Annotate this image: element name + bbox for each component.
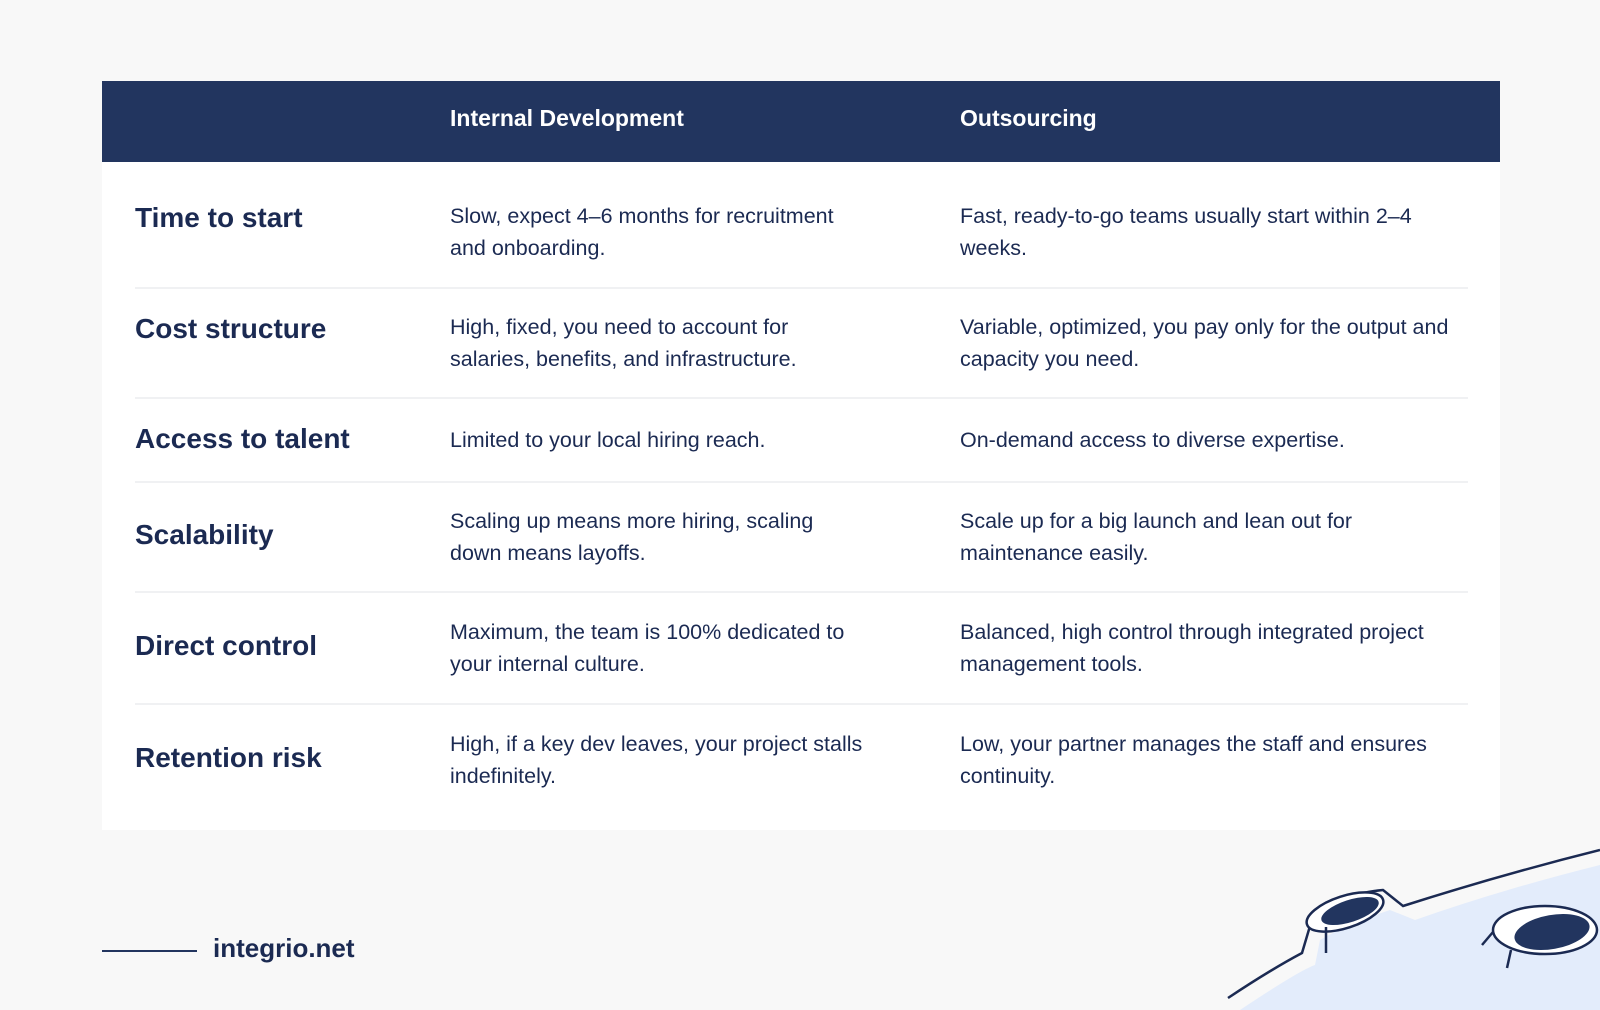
table-row: Retention risk High, if a key dev leaves…	[135, 705, 1468, 830]
outsourcing-cell: Balanced, high control through integrate…	[960, 620, 1424, 676]
row-label: Cost structure	[135, 313, 327, 344]
outsourcing-cell: Variable, optimized, you pay only for th…	[960, 315, 1449, 371]
outsourcing-cell: Low, your partner manages the staff and …	[960, 732, 1427, 788]
internal-cell: Scaling up means more hiring, scaling do…	[450, 509, 814, 565]
brand-link[interactable]: integrio.net	[213, 933, 355, 963]
outsourcing-cell: Fast, ready-to-go teams usually start wi…	[960, 204, 1412, 260]
table-row: Cost structure High, fixed, you need to …	[135, 289, 1468, 399]
table-header: Internal Development Outsourcing	[102, 81, 1500, 162]
table-row: Direct control Maximum, the team is 100%…	[135, 593, 1468, 705]
header-outsourcing: Outsourcing	[960, 105, 1097, 131]
outsourcing-cell: Scale up for a big launch and lean out f…	[960, 509, 1353, 565]
internal-cell: Slow, expect 4–6 months for recruitment …	[450, 204, 834, 260]
internal-cell: Limited to your local hiring reach.	[450, 428, 766, 452]
internal-cell: High, if a key dev leaves, your project …	[450, 732, 863, 788]
row-label: Scalability	[135, 519, 274, 550]
row-label: Direct control	[135, 630, 318, 661]
outsourcing-cell: On-demand access to diverse expertise.	[960, 428, 1345, 452]
internal-cell: Maximum, the team is 100% dedicated to y…	[450, 620, 845, 676]
table-row: Access to talent Limited to your local h…	[135, 399, 1468, 483]
row-label: Access to talent	[135, 423, 350, 454]
comparison-table: Internal Development Outsourcing Time to…	[102, 81, 1500, 830]
row-label: Retention risk	[135, 742, 322, 773]
table-row: Time to start Slow, expect 4–6 months fo…	[135, 162, 1468, 289]
row-label: Time to start	[135, 202, 303, 233]
planet-surface-illustration	[1227, 848, 1600, 1010]
footer-divider	[102, 950, 197, 952]
header-internal-development: Internal Development	[450, 105, 684, 131]
table-row: Scalability Scaling up means more hiring…	[135, 483, 1468, 593]
internal-cell: High, fixed, you need to account for sal…	[450, 315, 797, 371]
